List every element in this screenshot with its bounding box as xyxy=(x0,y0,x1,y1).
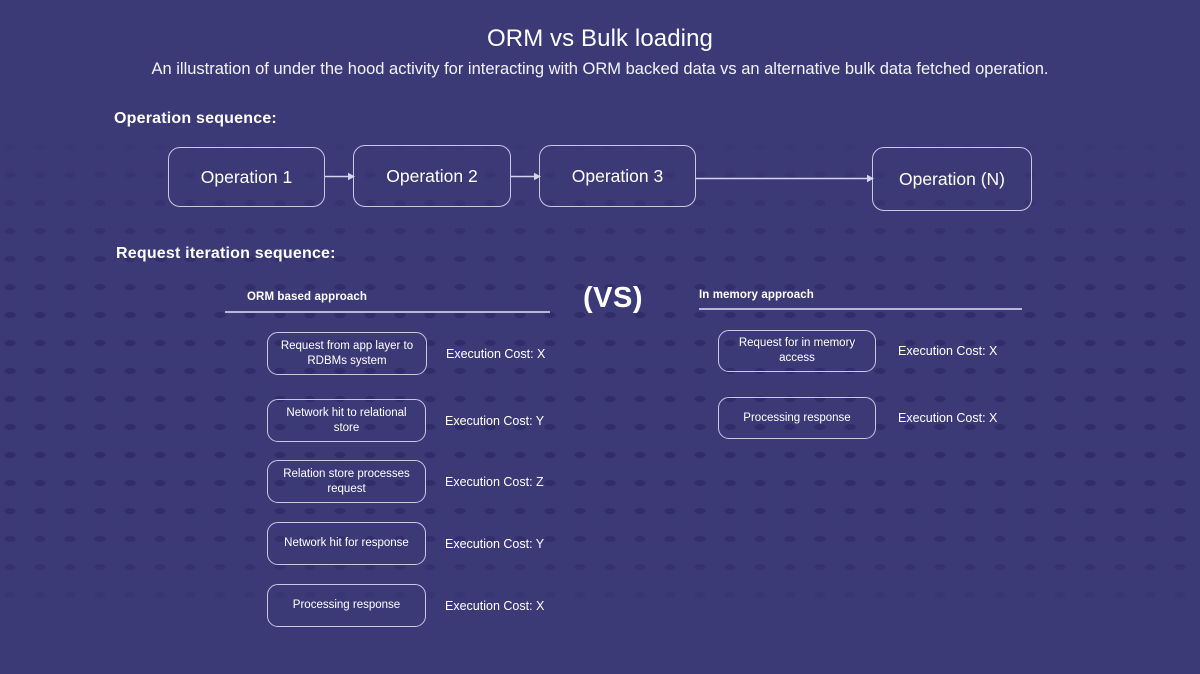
execution-cost-label: Execution Cost: Z xyxy=(445,474,544,489)
page-subtitle: An illustration of under the hood activi… xyxy=(151,60,1049,78)
operation-box-3: Operation 3 xyxy=(539,145,696,207)
request-iteration-heading: Request iteration sequence: xyxy=(116,245,336,262)
vs-label: (VS) xyxy=(583,282,643,314)
list-item: Processing response Execution Cost: X xyxy=(267,584,544,627)
step-box: Network hit for response xyxy=(267,522,426,565)
step-box: Request for in memory access xyxy=(718,330,876,372)
in-memory-approach-header: In memory approach xyxy=(699,289,814,301)
step-box: Relation store processes request xyxy=(267,460,426,503)
arrow-right-icon xyxy=(696,174,874,183)
operation-sequence-heading: Operation sequence: xyxy=(114,110,277,127)
orm-approach-rule xyxy=(225,311,550,313)
arrow-right-icon xyxy=(325,172,355,181)
operation-box-n: Operation (N) xyxy=(872,147,1032,211)
operation-box-2: Operation 2 xyxy=(353,145,511,207)
step-box: Processing response xyxy=(267,584,426,627)
list-item: Network hit to relational store Executio… xyxy=(267,399,544,442)
execution-cost-label: Execution Cost: X xyxy=(446,346,546,361)
step-box: Processing response xyxy=(718,397,876,439)
step-box: Network hit to relational store xyxy=(267,399,426,442)
step-box: Request from app layer to RDBMs system xyxy=(267,332,427,375)
list-item: Processing response Execution Cost: X xyxy=(718,397,997,439)
page-title: ORM vs Bulk loading xyxy=(487,25,713,52)
operation-box-1: Operation 1 xyxy=(168,147,325,207)
execution-cost-label: Execution Cost: X xyxy=(445,598,545,613)
list-item: Network hit for response Execution Cost:… xyxy=(267,522,544,565)
execution-cost-label: Execution Cost: X xyxy=(898,411,998,425)
execution-cost-label: Execution Cost: Y xyxy=(445,536,545,551)
list-item: Request for in memory access Execution C… xyxy=(718,330,997,372)
execution-cost-label: Execution Cost: X xyxy=(898,344,998,358)
orm-approach-header: ORM based approach xyxy=(247,291,368,303)
list-item: Relation store processes request Executi… xyxy=(267,460,544,503)
in-memory-approach-rule xyxy=(699,308,1022,310)
execution-cost-label: Execution Cost: Y xyxy=(445,413,545,428)
list-item: Request from app layer to RDBMs system E… xyxy=(267,332,545,375)
arrow-right-icon xyxy=(511,172,541,181)
